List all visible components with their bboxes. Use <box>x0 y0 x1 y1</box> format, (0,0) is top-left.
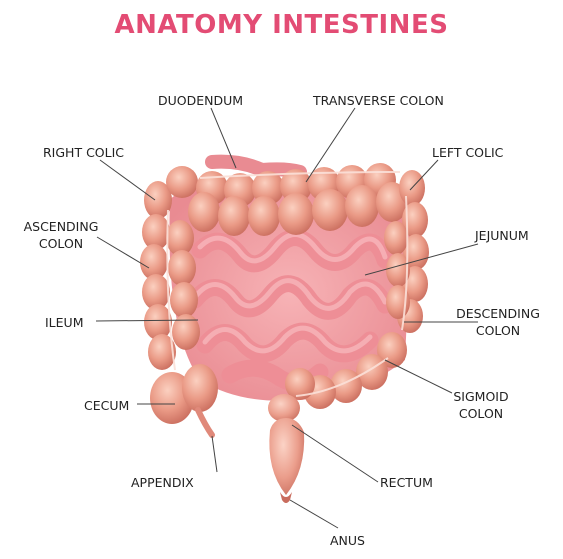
label-rectum: RECTUM <box>380 475 433 490</box>
ascending-colon <box>140 181 200 370</box>
label-ileum: ILEUM <box>45 315 84 330</box>
label-transverse-colon: TRANSVERSE COLON <box>313 93 444 108</box>
diagram-title: ANATOMY INTESTINES <box>114 10 449 40</box>
anus <box>280 492 292 503</box>
label-anus: ANUS <box>330 533 365 548</box>
transverse-colon <box>166 163 408 236</box>
label-appendix: APPENDIX <box>131 475 194 490</box>
label-jejunum: JEJUNUM <box>475 228 529 243</box>
sigmoid-colon <box>285 332 407 409</box>
label-left-colic: LEFT COLIC <box>432 145 504 160</box>
label-cecum: CECUM <box>84 398 130 413</box>
leader-lines <box>95 107 479 529</box>
label-ascending-colon: ASCENDING COLON <box>23 219 99 251</box>
rectum <box>268 394 305 495</box>
label-right-colic: RIGHT COLIC <box>43 145 125 160</box>
label-duodendum: DUODENDUM <box>158 93 244 108</box>
duodenum <box>205 154 307 179</box>
label-sigmoid-colon: SIGMOID COLON <box>453 389 509 421</box>
appendix <box>195 407 215 438</box>
cecum <box>150 364 218 424</box>
label-descending-colon: DESCENDING COLON <box>456 306 540 338</box>
